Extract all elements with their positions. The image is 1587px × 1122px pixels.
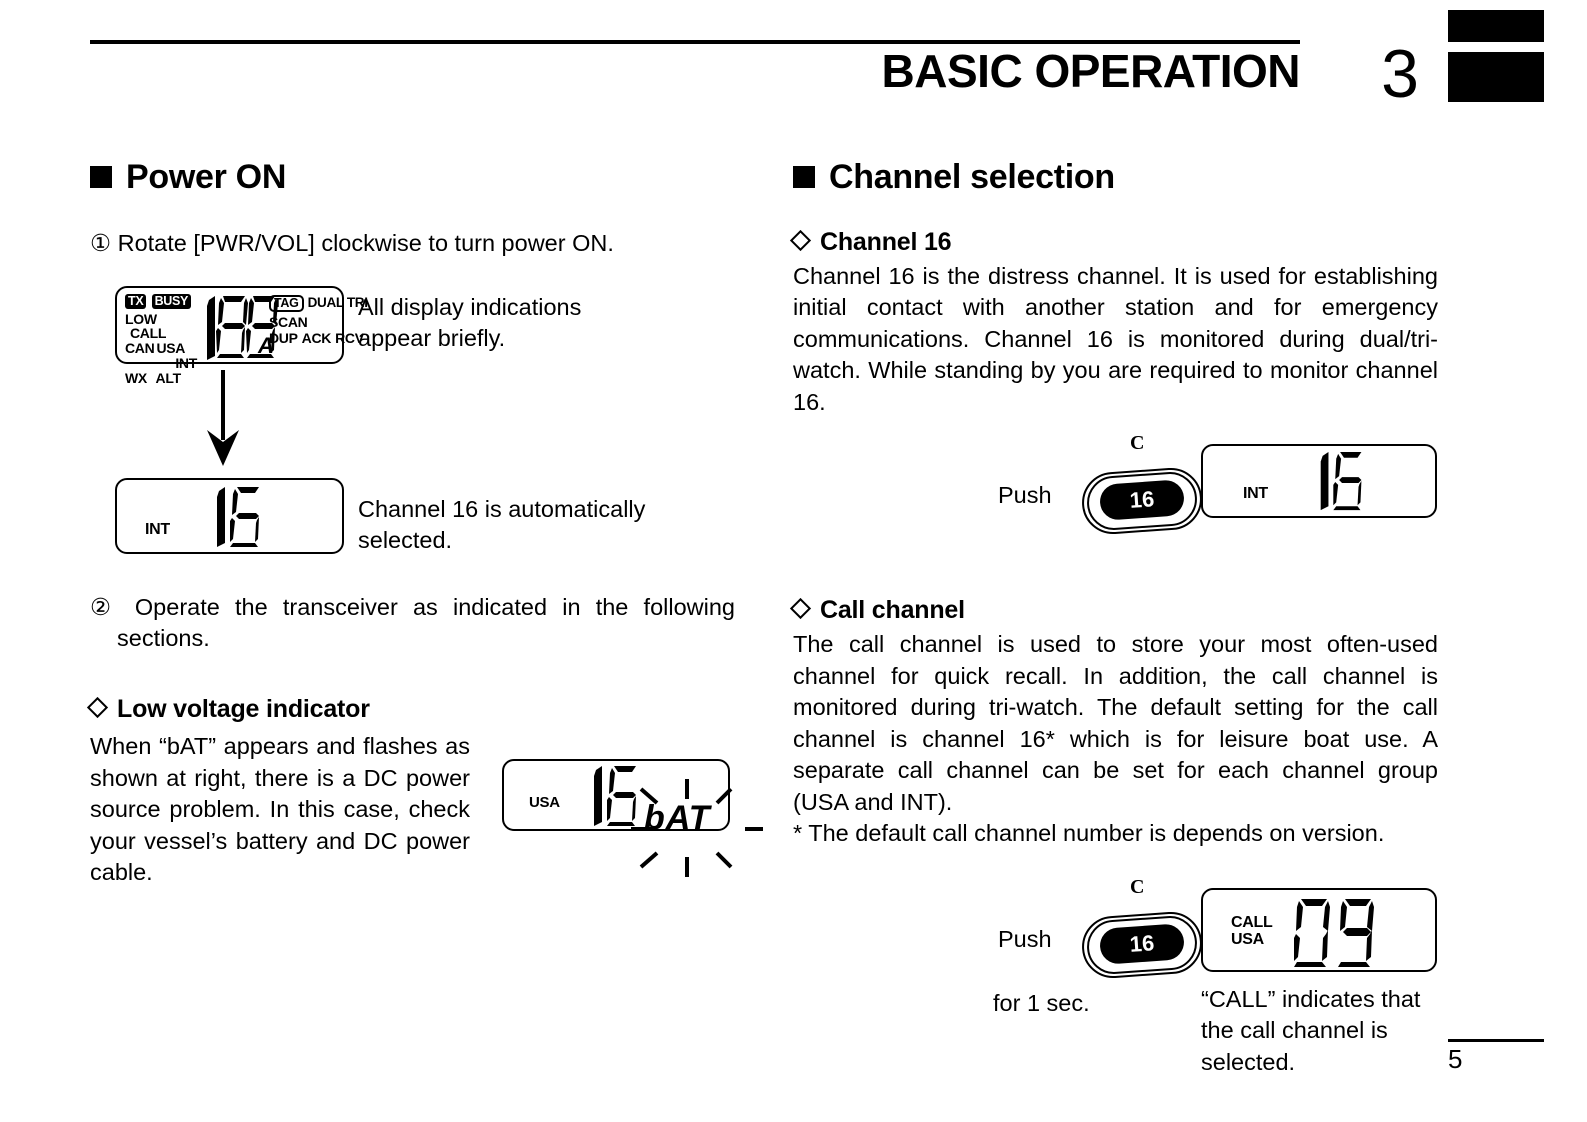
caption-ch16-auto: Channel 16 is automatically selected. xyxy=(358,495,646,554)
square-bullet-icon xyxy=(90,166,112,188)
section-heading-power-on: Power ON xyxy=(90,160,735,194)
call-caption: “CALL” indicates that the call channel i… xyxy=(1201,985,1421,1075)
annunciator-low: LOW xyxy=(125,311,157,327)
annunciator-rcv: RCV xyxy=(335,330,364,346)
push-label-1: Push xyxy=(998,482,1052,509)
flash-lines-icon xyxy=(631,779,763,878)
call-channel-body: The call channel is used to store your m… xyxy=(793,631,1438,815)
annunciator-call-line1: CALL xyxy=(1231,913,1273,931)
channel-16-body: Channel 16 is the distress channel. It i… xyxy=(793,262,1438,415)
left-column: Power ON ① Rotate [PWR/VOL] clockwise to… xyxy=(86,160,763,889)
push-call-figure: Push C 16 c for 1 sec. CALL USA xyxy=(793,876,1438,1075)
lcd-alert-bat: bAT xyxy=(644,799,711,838)
subsection-channel-16: Channel 16 xyxy=(789,228,1438,257)
push-ch16-figure: Push C 16 INT xyxy=(793,432,1438,564)
low-voltage-body: When “bAT” appears and flashes as shown … xyxy=(90,733,470,886)
lcd-digits-16-battery xyxy=(594,766,636,827)
annunciator-wx: WX xyxy=(125,370,147,386)
diamond-bullet-icon xyxy=(86,696,109,718)
step-2: ② Operate the transceiver as indicated i… xyxy=(90,593,735,652)
annunciator-dup: DUP xyxy=(269,330,298,346)
annunciator-usa: USA xyxy=(156,340,186,356)
page-number: 5 xyxy=(1448,1044,1463,1074)
call-channel-note: * The default call channel number is dep… xyxy=(793,820,1385,846)
lcd-digits-188 xyxy=(207,295,278,360)
button-marker-c-top: C xyxy=(1130,432,1145,455)
annunciator-can: CAN xyxy=(125,340,155,356)
chapter-number: 3 xyxy=(1381,36,1419,112)
annunciator-int: INT xyxy=(175,355,197,371)
subsection-low-voltage: Low voltage indicator xyxy=(86,694,735,724)
page-title: BASIC OPERATION xyxy=(881,45,1301,97)
annunciator-usa-label: USA xyxy=(529,794,560,812)
annunciator-call-usa: CALL USA xyxy=(1231,913,1273,948)
chapter-tab-upper xyxy=(1448,10,1544,42)
annunciator-ack: ACK xyxy=(301,330,332,346)
header-rule xyxy=(90,40,1300,44)
lcd-call-result: CALL USA xyxy=(1201,887,1437,972)
button-label-16: 16 xyxy=(1098,479,1186,522)
lcd-digits-09 xyxy=(1294,898,1374,967)
subsection-low-voltage-label: Low voltage indicator xyxy=(117,694,370,723)
annunciator-tx: TX xyxy=(125,293,147,309)
annunciator-tri: TRI xyxy=(346,294,368,310)
section-heading-channel-selection-label: Channel selection xyxy=(829,158,1115,196)
diamond-bullet-icon-3 xyxy=(789,598,812,620)
push-label-2: Push xyxy=(998,925,1052,952)
chapter-tab-lower xyxy=(1448,52,1544,102)
push-duration-label: for 1 sec. xyxy=(993,989,1090,1016)
diamond-bullet-icon-2 xyxy=(789,229,812,252)
annunciator-tag: TAG xyxy=(269,294,304,312)
annunciator-int-label: INT xyxy=(145,520,170,538)
caption-all-indications: All display indications appear briefly. xyxy=(358,293,582,352)
channel-16-button[interactable]: C 16 xyxy=(1078,432,1208,537)
square-bullet-icon-2 xyxy=(793,166,815,188)
footer-rule xyxy=(1448,1039,1544,1042)
step-1: ① Rotate [PWR/VOL] clockwise to turn pow… xyxy=(90,230,614,256)
annunciator-alt: ALT xyxy=(155,370,182,386)
subsection-channel-16-label: Channel 16 xyxy=(820,228,952,256)
call-channel-button[interactable]: C 16 c xyxy=(1078,876,1219,980)
subsection-call-channel-label: Call channel xyxy=(820,596,965,625)
ch16-auto-figure: INT Channel 16 is automatically sele xyxy=(90,477,735,588)
annunciator-int-result: INT xyxy=(1243,485,1268,503)
subsection-call-channel: Call channel xyxy=(789,596,1438,625)
annunciator-call: CALL xyxy=(130,325,167,341)
annunciator-usa-line2: USA xyxy=(1231,930,1264,948)
flow-arrow-wrap xyxy=(90,369,735,478)
section-heading-power-on-label: Power ON xyxy=(126,158,287,196)
annunciator-scan: SCAN xyxy=(269,314,308,330)
down-arrow-icon xyxy=(207,369,239,466)
lcd-suffix-a: A xyxy=(258,332,274,358)
low-battery-figure: USA bAT xyxy=(502,749,763,878)
right-column: Channel selection Channel 16 Channel 16 … xyxy=(789,160,1438,1075)
lcd-digits-16 xyxy=(217,486,259,547)
button-label-16-call: 16 xyxy=(1098,922,1186,965)
annunciator-dual: DUAL xyxy=(307,294,345,310)
button-marker-c-top-2: C xyxy=(1130,875,1145,898)
lcd-channel16-int: INT xyxy=(115,477,344,554)
section-heading-channel-selection: Channel selection xyxy=(793,160,1438,194)
lcd-digits-16-result xyxy=(1320,452,1362,511)
annunciator-busy: BUSY xyxy=(151,293,192,309)
lcd-low-battery: USA xyxy=(502,759,730,832)
lcd-ch16-result: INT xyxy=(1201,444,1437,519)
